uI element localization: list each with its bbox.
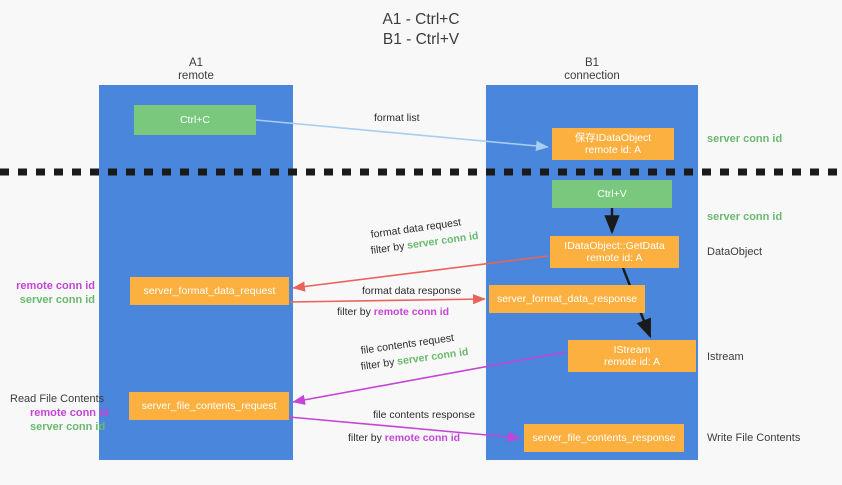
box-istream-line2: remote id: A [603, 356, 661, 368]
box-server-format-data-request[interactable]: server_format_data_request [130, 277, 289, 305]
column-header-b1: B1 connection [486, 57, 698, 83]
phase-divider [0, 168, 842, 176]
box-ctrl-c-label: Ctrl+C [179, 113, 211, 126]
filter-key-remote-conn-id: remote conn id [384, 432, 461, 444]
box-server-format-data-response-label: server_format_data_response [496, 292, 638, 305]
edge-label-format-data-response-filter: filter by remote conn id [337, 306, 449, 319]
filter-key-remote-conn-id: remote conn id [373, 306, 450, 318]
right-label-istream: Istream [707, 351, 744, 363]
title-line-1: A1 - Ctrl+C [382, 11, 460, 28]
box-ctrl-v-label: Ctrl+V [597, 187, 627, 200]
box-server-format-data-response[interactable]: server_format_data_response [489, 285, 645, 313]
right-label-dataobject: DataObject [707, 246, 763, 258]
edge-label-format-list: format list [374, 112, 420, 124]
box-server-format-data-request-label: server_format_data_request [143, 284, 276, 297]
box-getdata-line1: IDataObject::GetData [564, 239, 665, 252]
left-label-format-server-conn-id: server conn id [19, 294, 95, 306]
column-b1-name: B1 [584, 57, 600, 69]
filter-prefix: filter by [360, 355, 399, 373]
filter-prefix: filter by [370, 239, 409, 257]
box-save-idataobject[interactable]: 保存IDataObject remote id: A [552, 128, 674, 160]
box-getdata-line2: remote id: A [586, 252, 643, 264]
right-label-server-conn-id-top: server conn id [707, 133, 783, 145]
filter-prefix: filter by [348, 432, 385, 444]
left-label-format-remote-conn-id: remote conn id [16, 280, 95, 292]
edge-label-file-contents-response: file contents response [373, 409, 476, 421]
box-server-file-contents-response[interactable]: server_file_contents_response [524, 424, 684, 452]
box-idataobject-getdata[interactable]: IDataObject::GetData remote id: A [550, 236, 679, 268]
box-ctrl-v[interactable]: Ctrl+V [552, 180, 672, 208]
filter-prefix: filter by [337, 306, 374, 318]
title-line-2: B1 - Ctrl+V [382, 31, 460, 48]
page-title: A1 - Ctrl+C B1 - Ctrl+V [0, 10, 842, 50]
box-server-file-contents-request-label: server_file_contents_request [141, 399, 277, 412]
box-server-file-contents-request[interactable]: server_file_contents_request [129, 392, 289, 420]
left-label-file-server-conn-id: server conn id [30, 421, 106, 433]
left-label-format-conn-ids: remote conn id server conn id [10, 279, 95, 307]
edge-label-file-contents-response-filter: filter by remote conn id [348, 432, 460, 445]
column-a1-name: A1 [188, 57, 204, 69]
box-save-idataobject-line1: 保存IDataObject [574, 131, 652, 144]
column-a1-role: remote [178, 70, 214, 82]
left-label-read-file-contents-group: Read File Contents remote conn id server… [10, 392, 182, 434]
box-server-file-contents-response-label: server_file_contents_response [532, 431, 676, 444]
right-label-server-conn-id-mid: server conn id [707, 211, 783, 223]
box-ctrl-c[interactable]: Ctrl+C [134, 105, 256, 135]
right-label-write-file-contents: Write File Contents [707, 432, 801, 444]
left-label-read-file-contents: Read File Contents [10, 393, 105, 405]
box-save-idataobject-line2: remote id: A [584, 144, 642, 156]
box-istream[interactable]: IStream remote id: A [568, 340, 696, 372]
left-label-file-remote-conn-id: remote conn id [30, 407, 109, 419]
box-istream-line1: IStream [613, 343, 651, 356]
column-b1-role: connection [564, 70, 620, 82]
column-header-a1: A1 remote [99, 57, 293, 83]
edge-label-format-data-response: format data response [362, 285, 462, 297]
